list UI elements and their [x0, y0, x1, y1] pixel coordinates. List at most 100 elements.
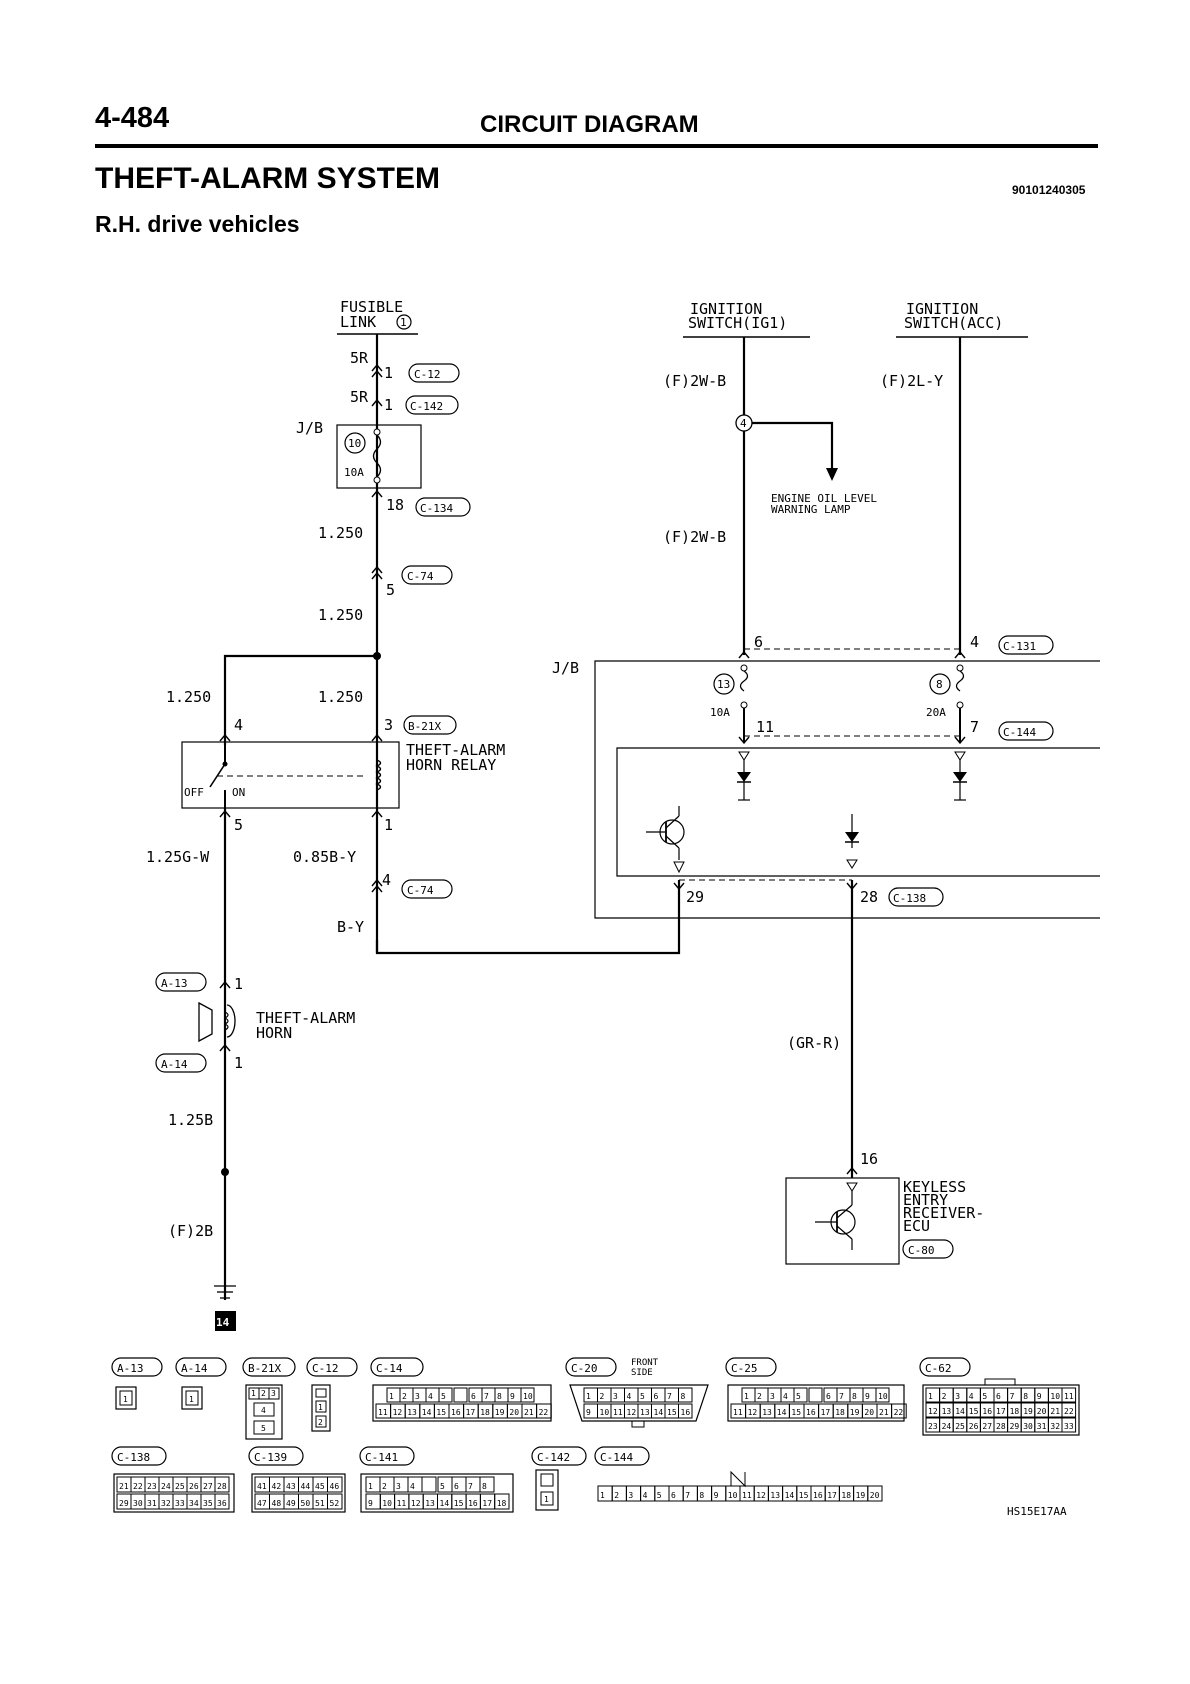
ground-symbol [214, 1285, 236, 1299]
connector-a14-tag: A-14 [155, 1053, 207, 1073]
svg-text:FRONT: FRONT [631, 1358, 659, 1368]
svg-text:C-144: C-144 [1003, 726, 1036, 739]
pin-a14: 1 [234, 1054, 243, 1072]
ecu-label-4: ECU [903, 1217, 930, 1235]
svg-text:41: 41 [257, 1482, 267, 1491]
pin-relay-1: 1 [384, 816, 393, 834]
wire-label-f2wb-a: (F)2W-B [663, 372, 726, 390]
svg-text:28: 28 [996, 1422, 1006, 1431]
svg-text:3: 3 [396, 1482, 401, 1491]
svg-text:23: 23 [147, 1482, 157, 1491]
svg-text:12: 12 [393, 1408, 403, 1417]
jb-label-right: J/B [552, 659, 579, 677]
svg-text:2: 2 [757, 1392, 762, 1401]
svg-text:17: 17 [827, 1491, 837, 1500]
svg-text:9: 9 [586, 1408, 591, 1417]
connector-c74b-tag: C-74 [401, 879, 453, 899]
svg-text:7: 7 [839, 1392, 844, 1401]
svg-text:45: 45 [315, 1482, 325, 1491]
svg-text:1: 1 [600, 1491, 605, 1500]
svg-text:C-138: C-138 [117, 1451, 150, 1464]
connector-face-c12: 12 [311, 1384, 331, 1432]
svg-text:11: 11 [378, 1408, 388, 1417]
horn-label-2: HORN [256, 1024, 292, 1042]
svg-text:14: 14 [785, 1491, 795, 1500]
svg-text:9: 9 [510, 1392, 515, 1401]
svg-text:43: 43 [286, 1482, 296, 1491]
diode-mid [845, 814, 859, 869]
pin-c74b: 4 [382, 871, 391, 889]
svg-text:2: 2 [318, 1418, 323, 1427]
connector-c138-tag: C-138 [888, 887, 944, 907]
svg-text:4: 4 [261, 1406, 266, 1415]
svg-text:6: 6 [826, 1392, 831, 1401]
connector-tag-c-20: C-20 [565, 1357, 617, 1377]
svg-text:11: 11 [613, 1408, 623, 1417]
svg-text:26: 26 [189, 1482, 199, 1491]
jb-inner-box [616, 747, 1100, 877]
svg-text:5: 5 [441, 1392, 446, 1401]
svg-text:16: 16 [813, 1491, 823, 1500]
svg-text:5: 5 [440, 1482, 445, 1491]
horn-relay-label-2: HORN RELAY [406, 756, 496, 774]
svg-text:13: 13 [942, 1407, 952, 1416]
connector-tag-c-138: C-138 [111, 1446, 167, 1466]
svg-text:9: 9 [368, 1499, 373, 1508]
svg-text:26: 26 [969, 1422, 979, 1431]
connector-tag-c-25: C-25 [725, 1357, 777, 1377]
svg-text:10: 10 [348, 437, 361, 450]
svg-text:15: 15 [454, 1499, 464, 1508]
svg-text:51: 51 [315, 1499, 325, 1508]
svg-text:13: 13 [762, 1408, 772, 1417]
wire-oil-lamp [752, 421, 834, 470]
svg-text:SIDE: SIDE [631, 1368, 653, 1378]
svg-text:17: 17 [821, 1408, 831, 1417]
wire-1250-branch [223, 654, 377, 745]
svg-text:1: 1 [544, 1495, 549, 1504]
ground-point-14: 14 [215, 1311, 236, 1331]
svg-text:ON: ON [232, 786, 245, 799]
svg-text:13: 13 [425, 1499, 435, 1508]
svg-text:21: 21 [879, 1408, 889, 1417]
svg-text:4: 4 [969, 1392, 974, 1401]
subtitle: R.H. drive vehicles [95, 211, 300, 237]
svg-text:34: 34 [189, 1499, 199, 1508]
svg-text:6: 6 [671, 1491, 676, 1500]
pin-ecu-16: 16 [860, 1150, 878, 1168]
connector-c142-tag: C-142 [405, 395, 459, 415]
transistor-ecu [815, 1182, 858, 1250]
svg-text:15: 15 [799, 1491, 809, 1500]
svg-text:15: 15 [436, 1408, 446, 1417]
connector-c144-tag: C-144 [998, 721, 1054, 741]
svg-text:C-14: C-14 [376, 1362, 403, 1375]
svg-text:11: 11 [733, 1408, 743, 1417]
horn-label-1: THEFT-ALARM [256, 1009, 355, 1027]
svg-text:42: 42 [272, 1482, 282, 1491]
svg-text:1: 1 [400, 316, 407, 329]
splice-4: 4 [735, 414, 753, 432]
page-number: 4-484 [95, 102, 170, 134]
svg-text:8: 8 [699, 1491, 704, 1500]
pin-relay-3: 3 [384, 716, 393, 734]
ign1-label: IGNITION SWITCH(IG1) [683, 300, 810, 338]
pin-c134: 18 [386, 496, 404, 514]
svg-text:LINK: LINK [340, 313, 376, 331]
svg-text:2: 2 [261, 1389, 266, 1398]
document-code: 90101240305 [1012, 183, 1086, 197]
svg-text:A-13: A-13 [161, 977, 188, 990]
svg-text:15: 15 [667, 1408, 677, 1417]
svg-text:10: 10 [523, 1392, 533, 1401]
pin-relay-5: 5 [234, 816, 243, 834]
connector-tag-c-144: C-144 [594, 1446, 650, 1466]
figure-code: HS15E17AA [1007, 1505, 1067, 1518]
connector-face-a-14: 1 [181, 1386, 203, 1410]
svg-text:2: 2 [382, 1482, 387, 1491]
svg-text:44: 44 [301, 1482, 311, 1491]
svg-text:12: 12 [928, 1407, 938, 1416]
svg-text:20: 20 [870, 1491, 880, 1500]
svg-text:C-20: C-20 [571, 1362, 598, 1375]
svg-text:4: 4 [627, 1392, 632, 1401]
ecu-label-1: KEYLESS [903, 1178, 966, 1196]
wire-label-125b: 1.25B [168, 1111, 213, 1129]
